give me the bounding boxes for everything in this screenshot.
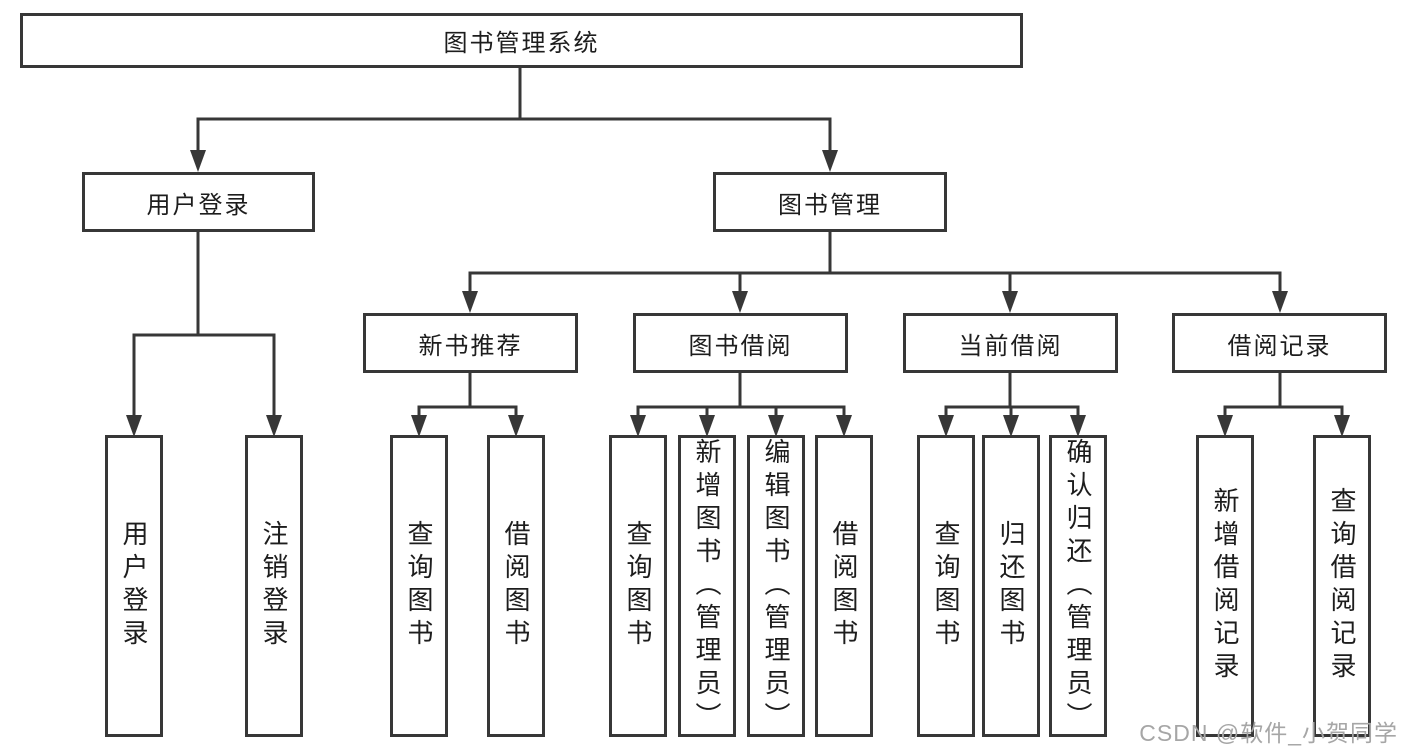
node-label: 用户登录 (146, 191, 251, 219)
leaf-add-book-admin: 新增图书（管理员） (678, 435, 736, 737)
leaf-label: 查询借阅记录 (1327, 487, 1357, 685)
node-label: 图书管理 (778, 191, 882, 219)
leaf-logout: 注销登录 (245, 435, 303, 737)
leaf-label: 编辑图书（管理员） (761, 438, 791, 735)
node-new-book-recommend: 新书推荐 (363, 313, 578, 373)
leaf-borrow-books: 借阅图书 (815, 435, 873, 737)
leaf-query-books: 查询图书 (917, 435, 975, 737)
leaf-label: 用户登录 (119, 520, 149, 652)
leaf-query-books: 查询图书 (390, 435, 448, 737)
node-label: 借阅记录 (1227, 332, 1332, 360)
csdn-watermark: CSDN @软件_小贺同学 (1139, 720, 1398, 746)
leaf-query-books: 查询图书 (609, 435, 667, 737)
node-label: 新书推荐 (418, 332, 523, 360)
leaf-label: 注销登录 (259, 520, 289, 652)
leaf-label: 借阅图书 (501, 520, 531, 652)
leaf-label: 归还图书 (996, 520, 1026, 652)
node-borrowing-records: 借阅记录 (1172, 313, 1387, 373)
node-book-management: 图书管理 (713, 172, 947, 232)
node-current-borrowing: 当前借阅 (903, 313, 1118, 373)
leaf-user-login: 用户登录 (105, 435, 163, 737)
leaf-confirm-return-admin: 确认归还（管理员） (1049, 435, 1107, 737)
leaf-edit-book-admin: 编辑图书（管理员） (747, 435, 805, 737)
node-label: 当前借阅 (958, 332, 1063, 360)
leaf-label: 查询图书 (404, 520, 434, 652)
node-library-management-system: 图书管理系统 (20, 13, 1023, 68)
node-label: 图书借阅 (688, 332, 793, 360)
node-user-login: 用户登录 (82, 172, 315, 232)
leaf-label: 查询图书 (931, 520, 961, 652)
leaf-borrow-books: 借阅图书 (487, 435, 545, 737)
leaf-add-borrow-record: 新增借阅记录 (1196, 435, 1254, 737)
node-label: 图书管理系统 (443, 30, 600, 57)
leaf-label: 确认归还（管理员） (1063, 438, 1093, 735)
leaf-label: 新增图书（管理员） (692, 438, 722, 735)
leaf-label: 借阅图书 (829, 520, 859, 652)
leaf-label: 新增借阅记录 (1210, 487, 1240, 685)
node-book-borrowing: 图书借阅 (633, 313, 848, 373)
leaf-query-borrow-record: 查询借阅记录 (1313, 435, 1371, 737)
leaf-return-book: 归还图书 (982, 435, 1040, 737)
leaf-label: 查询图书 (623, 520, 653, 652)
